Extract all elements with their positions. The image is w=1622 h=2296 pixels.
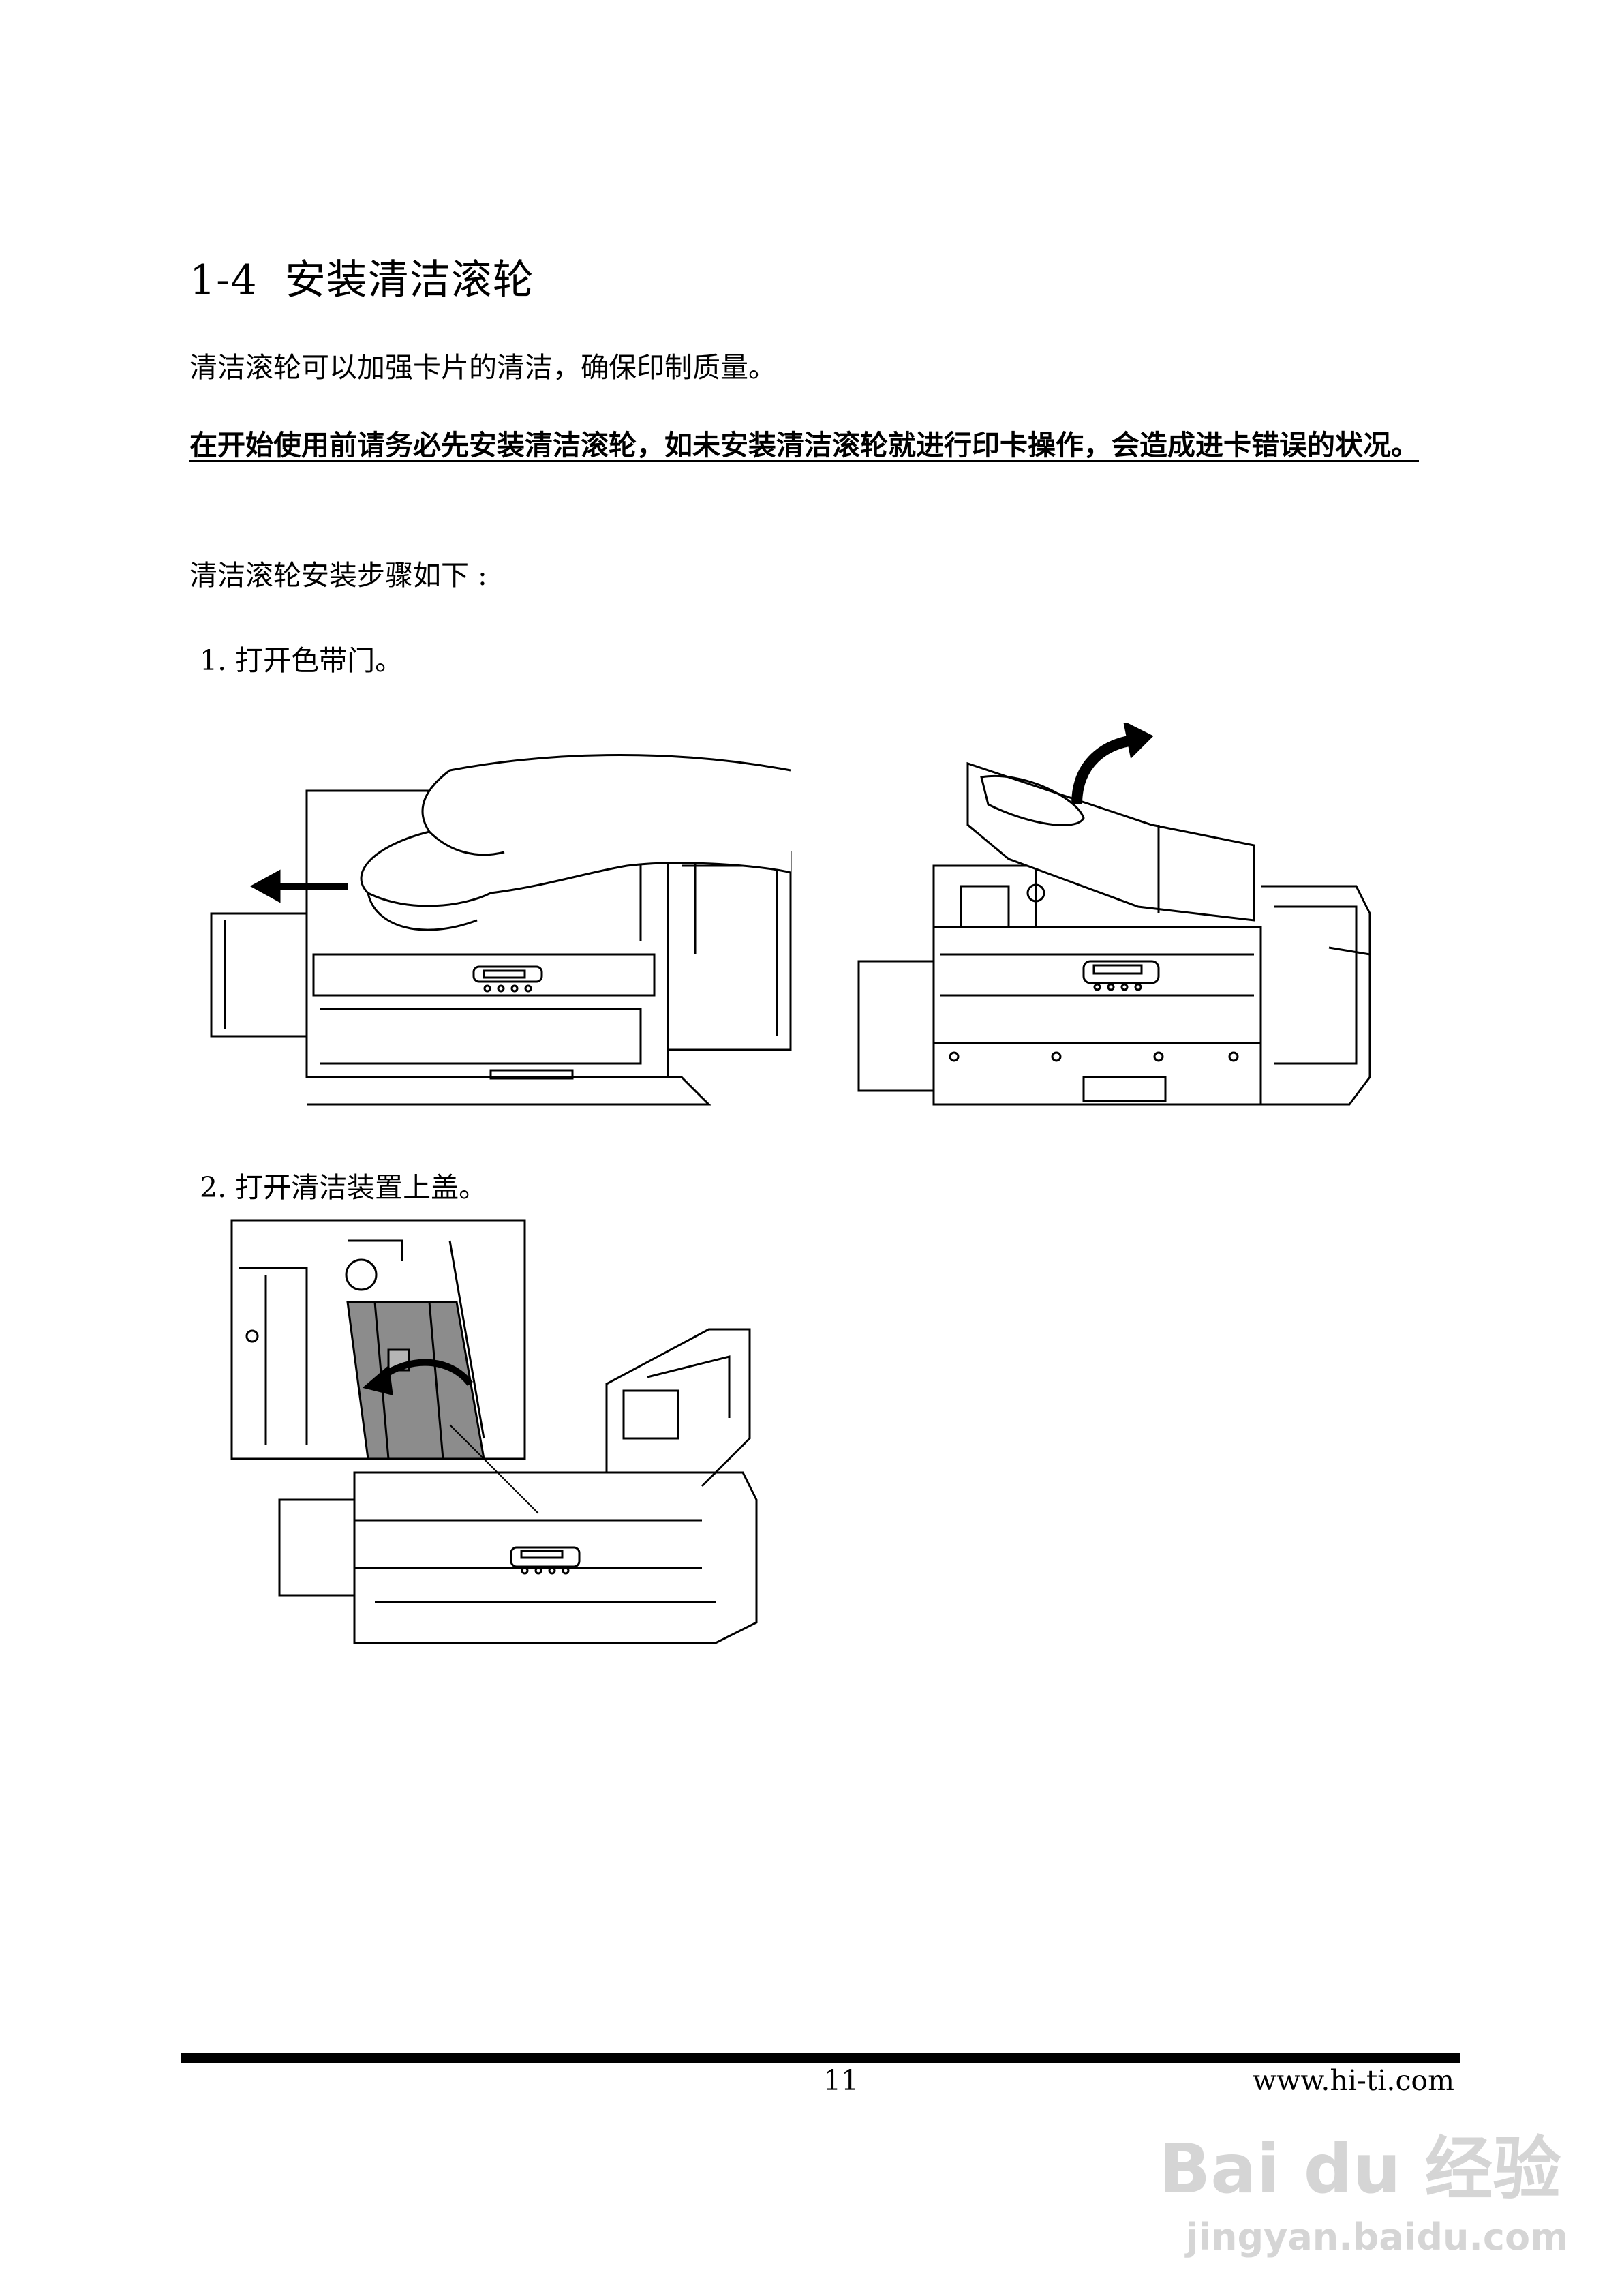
intro-paragraph: 清洁滚轮可以加强卡片的清洁，确保印制质量。 [189,351,776,384]
step-1: 1. 打开色带门。 [200,637,403,678]
section-title-text: 安装清洁滚轮 [284,256,534,304]
warning-paragraph: 在开始使用前请务必先安装清洁滚轮，如未安装清洁滚轮就进行印卡操作，会造成进卡错误… [189,429,1419,462]
printer-hand-illustration [210,754,792,1106]
cleaning-cover-illustration [230,1219,758,1644]
watermark-url: jingyan.baidu.com [1186,2216,1569,2259]
step-2-text: 打开清洁装置上盖。 [235,1171,487,1204]
step-2: 2. 打开清洁装置上盖。 [200,1164,487,1205]
footer-rule [181,2053,1460,2063]
section-number: 1-4 [189,256,258,304]
step-1-text: 打开色带门。 [235,644,403,677]
baidu-watermark: Bai du 经验 jingyan.baidu.com [1159,2100,1568,2291]
page-number: 11 [823,2064,859,2097]
steps-intro: 清洁滚轮安装步骤如下 : [189,559,487,592]
step-1-number: 1. [200,644,227,677]
printer-open-door-illustration [857,723,1371,1106]
footer-url: www.hi-ti.com [1253,2064,1454,2097]
step-2-number: 2. [200,1171,227,1204]
section-title: 1-4 安装清洁滚轮 [189,247,534,306]
watermark-logo: Bai du 经验 [1159,2129,1561,2209]
